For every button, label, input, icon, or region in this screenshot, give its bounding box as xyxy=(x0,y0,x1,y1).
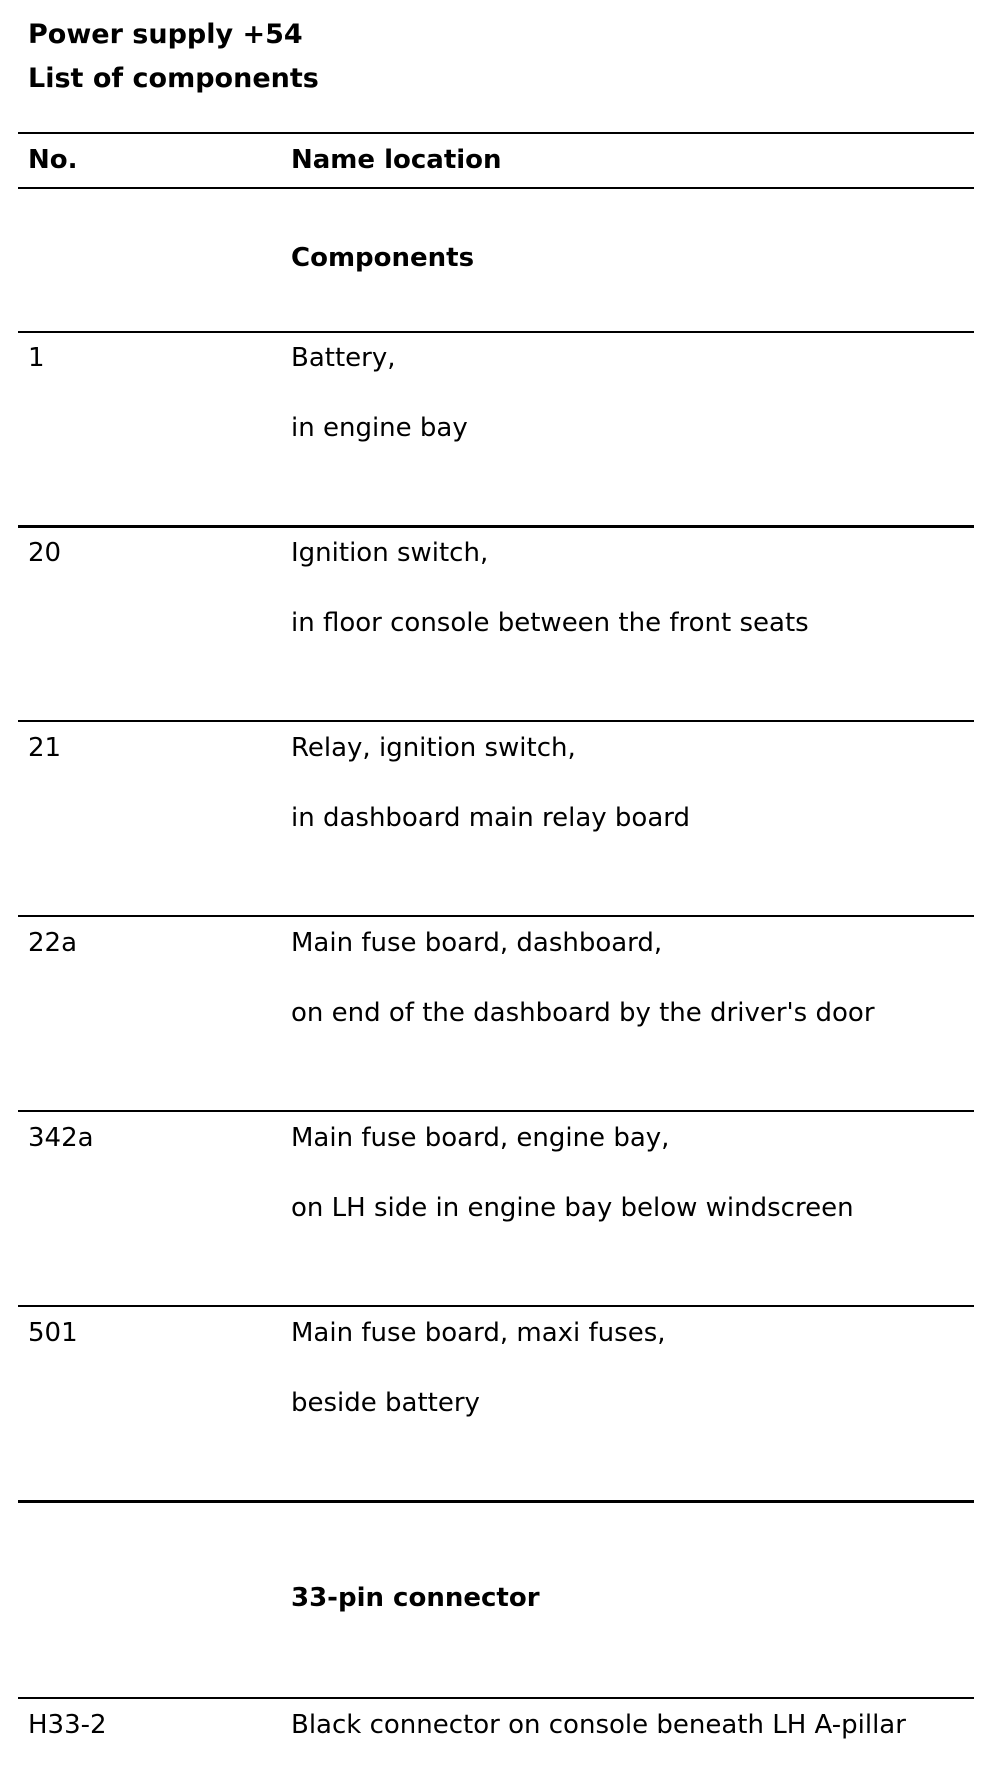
component-location: in dashboard main relay board xyxy=(291,803,691,833)
table-top-rule xyxy=(18,132,974,134)
row-number: 21 xyxy=(28,733,62,763)
row-divider xyxy=(18,525,974,528)
row-divider xyxy=(18,1110,974,1112)
component-name: Relay, ignition switch, xyxy=(291,733,576,763)
row-divider xyxy=(18,1305,974,1307)
component-location: beside battery xyxy=(291,1388,480,1418)
document-title: Power supply +54 xyxy=(28,19,303,50)
component-name: Main fuse board, maxi fuses, xyxy=(291,1318,666,1348)
row-divider xyxy=(18,720,974,722)
row-number: 20 xyxy=(28,538,62,568)
component-location: in engine bay xyxy=(291,413,468,443)
section-heading: 33-pin connector xyxy=(291,1583,540,1613)
section-divider xyxy=(18,1500,974,1503)
component-name: Main fuse board, engine bay, xyxy=(291,1123,670,1153)
component-location: on end of the dashboard by the driver's … xyxy=(291,998,875,1028)
header-no: No. xyxy=(28,145,78,175)
connector-description: Black connector on console beneath LH A-… xyxy=(291,1710,906,1740)
row-divider xyxy=(18,915,974,917)
row-divider xyxy=(18,331,974,333)
section-heading: Components xyxy=(291,243,475,273)
row-number: 22a xyxy=(28,928,78,958)
row-number: 501 xyxy=(28,1318,78,1348)
document-subtitle: List of components xyxy=(28,63,319,94)
row-divider xyxy=(18,1697,974,1699)
component-name: Ignition switch, xyxy=(291,538,489,568)
row-number: H33-2 xyxy=(28,1710,107,1740)
component-name: Main fuse board, dashboard, xyxy=(291,928,663,958)
header-bottom-rule xyxy=(18,187,974,189)
component-name: Battery, xyxy=(291,343,396,373)
header-name-location: Name location xyxy=(291,145,502,175)
component-location: in floor console between the front seats xyxy=(291,608,809,638)
component-location: on LH side in engine bay below windscree… xyxy=(291,1193,854,1223)
row-number: 342a xyxy=(28,1123,94,1153)
row-number: 1 xyxy=(28,343,45,373)
